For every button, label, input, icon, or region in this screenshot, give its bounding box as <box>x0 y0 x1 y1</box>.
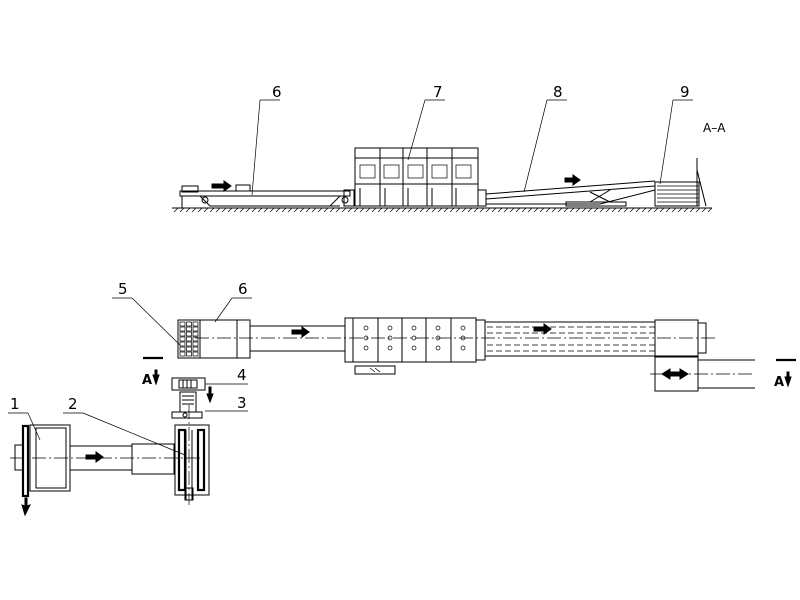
plan-conveyor-6 <box>199 319 346 359</box>
label-4: 4 <box>237 366 247 384</box>
svg-text:A: A <box>142 373 152 388</box>
section-marker-left: A <box>142 356 163 388</box>
elevation-conveyor-6 <box>179 184 355 208</box>
plan-conveyor-8 <box>485 319 707 357</box>
plan-furnace-7 <box>344 317 486 375</box>
elevation-view: 6 7 8 9 A–A <box>172 83 726 213</box>
plan-rack-5 <box>177 319 201 359</box>
label-9: 9 <box>680 83 690 101</box>
label-1: 1 <box>10 395 20 413</box>
label-6-top: 6 <box>272 83 282 101</box>
elevation-furnace-7 <box>354 147 479 207</box>
plan-loader-1 <box>10 424 200 498</box>
label-8: 8 <box>553 83 563 101</box>
arrow-up-icon <box>152 369 160 386</box>
label-6-bottom: 6 <box>238 280 248 298</box>
elevation-conveyor-8 <box>477 180 656 207</box>
arrow-right-icon <box>291 326 310 338</box>
label-7: 7 <box>433 83 443 101</box>
plan-transfer-3 <box>171 391 203 419</box>
arrow-right-icon <box>85 451 104 463</box>
elevation-stacker-9 <box>654 158 707 207</box>
section-title: A–A <box>703 121 726 135</box>
label-5: 5 <box>118 280 128 298</box>
ground-hatching <box>173 207 713 213</box>
plan-unit-2 <box>174 405 210 505</box>
arrow-up-icon <box>21 497 31 517</box>
arrow-up-icon <box>784 371 792 388</box>
plan-carriage-4 <box>171 377 206 391</box>
label-2: 2 <box>68 395 78 413</box>
arrow-right-icon <box>533 323 552 335</box>
label-3: 3 <box>237 394 247 412</box>
arrow-right-icon <box>211 180 232 192</box>
plan-view: A A 1 2 3 4 5 6 <box>8 280 796 517</box>
section-marker-right: A <box>774 358 796 390</box>
arrow-up-icon <box>206 386 214 404</box>
arrow-right-icon <box>564 174 581 186</box>
svg-text:A: A <box>774 375 784 390</box>
